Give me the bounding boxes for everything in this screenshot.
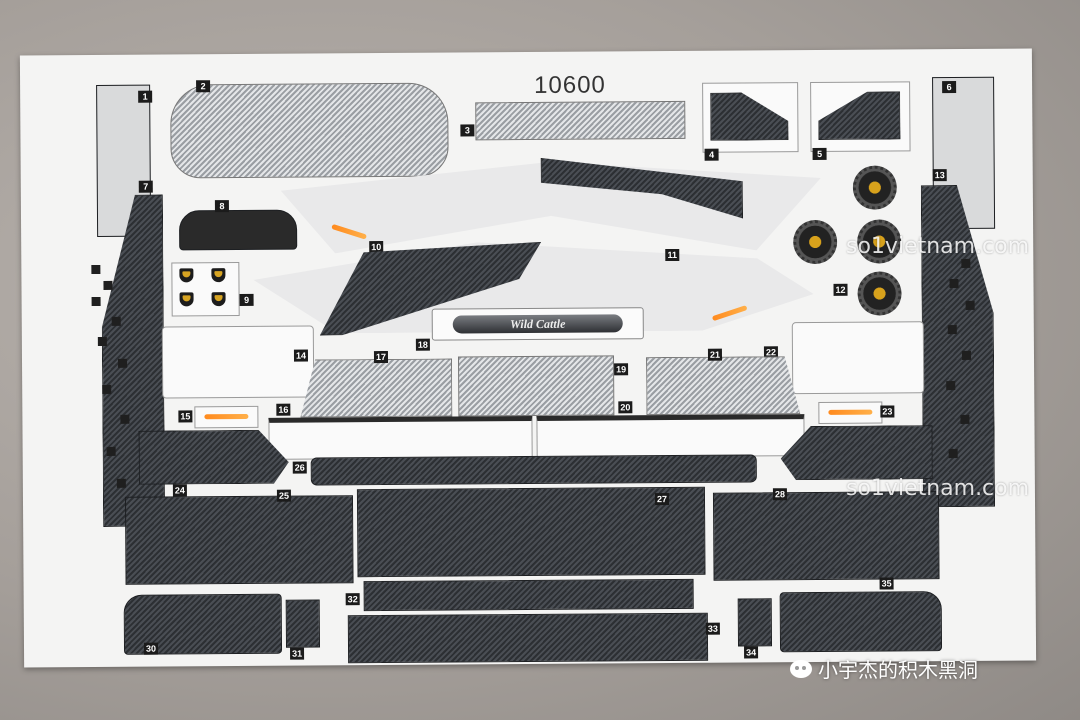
wechat-icon	[790, 659, 812, 678]
sticker-17	[300, 359, 452, 418]
wild-cattle-badge: Wild Cattle	[452, 314, 623, 334]
checker-square	[111, 316, 121, 326]
sticker-26	[310, 454, 757, 486]
checker-square	[117, 358, 128, 368]
checker-square	[949, 278, 959, 289]
checker-square	[106, 446, 116, 456]
checker-square	[103, 280, 113, 290]
credit-text: 小宇杰的积木黑洞	[818, 658, 978, 682]
part-number-20: 20	[618, 401, 633, 414]
checker-square	[102, 384, 112, 394]
sticker-28	[712, 491, 940, 581]
part-number-18: 18	[415, 338, 430, 351]
part-number-10: 10	[369, 241, 384, 254]
sticker-25	[124, 495, 354, 585]
part-number-24: 24	[172, 484, 187, 497]
checker-square	[120, 414, 130, 424]
watermark: so1vietnam.com	[846, 476, 1030, 501]
sticker-22	[791, 321, 925, 395]
sticker-2	[170, 82, 449, 179]
part-number-16: 16	[276, 403, 291, 416]
sticker-18: Wild Cattle	[431, 307, 644, 341]
checker-square	[965, 300, 975, 310]
shield-icon	[179, 292, 194, 307]
shield-icon	[211, 268, 226, 283]
checker-square	[946, 381, 956, 391]
orange-light	[828, 409, 873, 415]
part-number-26: 26	[292, 461, 307, 474]
part-number-11: 11	[665, 248, 680, 262]
sticker-21	[646, 356, 800, 415]
part-number-6: 6	[942, 81, 957, 94]
part-number-19: 19	[614, 363, 629, 376]
gear-emblem	[793, 219, 838, 265]
checker-square	[116, 478, 126, 488]
sticker-20	[536, 414, 805, 458]
part-number-8: 8	[214, 200, 229, 213]
sticker-32	[363, 578, 694, 612]
part-number-1: 1	[138, 90, 153, 103]
orange-light	[204, 413, 249, 420]
checker-square	[961, 350, 972, 360]
sticker-19	[457, 355, 615, 417]
part-number-30: 30	[143, 642, 159, 655]
part-number-12: 12	[833, 283, 848, 296]
sticker-27	[356, 486, 706, 578]
part-number-15: 15	[178, 410, 193, 423]
part-number-7: 7	[138, 180, 153, 193]
sticker-8	[178, 209, 298, 251]
sticker-24	[138, 430, 288, 485]
checker-square	[960, 414, 970, 424]
checker-square	[91, 264, 101, 275]
part-number-35: 35	[879, 577, 894, 590]
sticker-16	[268, 415, 533, 460]
sticker-sheet: 10600 1 7 2 3 4 5 6 13 8 9 10 11 12 Wild…	[19, 48, 1037, 668]
watermark: so1vietnam.com	[846, 234, 1030, 259]
part-number-17: 17	[373, 350, 389, 364]
checker-square	[948, 449, 958, 459]
part-number-27: 27	[654, 493, 670, 506]
checker-square	[961, 258, 971, 268]
part-number-23: 23	[880, 405, 895, 418]
shield-icon	[179, 268, 194, 283]
sticker-33	[347, 612, 709, 664]
part-number-2: 2	[196, 80, 211, 93]
gear-emblem	[857, 271, 902, 316]
part-number-21: 21	[707, 348, 723, 361]
part-number-4: 4	[704, 148, 719, 161]
part-number-32: 32	[345, 593, 360, 606]
checker-square	[97, 336, 107, 347]
sticker-31	[285, 599, 321, 648]
sticker-14	[161, 325, 315, 399]
part-number-14: 14	[293, 349, 309, 362]
set-number: 10600	[534, 71, 606, 99]
part-number-28: 28	[772, 488, 787, 501]
checker-square	[947, 325, 957, 335]
sticker-34	[737, 598, 773, 647]
part-number-31: 31	[290, 647, 305, 660]
part-number-25: 25	[276, 489, 291, 502]
part-number-13: 13	[932, 169, 947, 182]
part-number-34: 34	[744, 646, 759, 659]
shield-icon	[211, 292, 226, 307]
part-number-5: 5	[812, 147, 827, 161]
sticker-35	[779, 591, 943, 653]
part-number-33: 33	[705, 622, 720, 635]
wechat-credit: 小宇杰的积木黑洞	[790, 654, 978, 683]
sticker-3	[475, 100, 686, 141]
gear-emblem	[852, 165, 897, 210]
part-number-9: 9	[239, 293, 254, 307]
part-number-3: 3	[460, 124, 475, 137]
checker-square	[91, 296, 101, 307]
